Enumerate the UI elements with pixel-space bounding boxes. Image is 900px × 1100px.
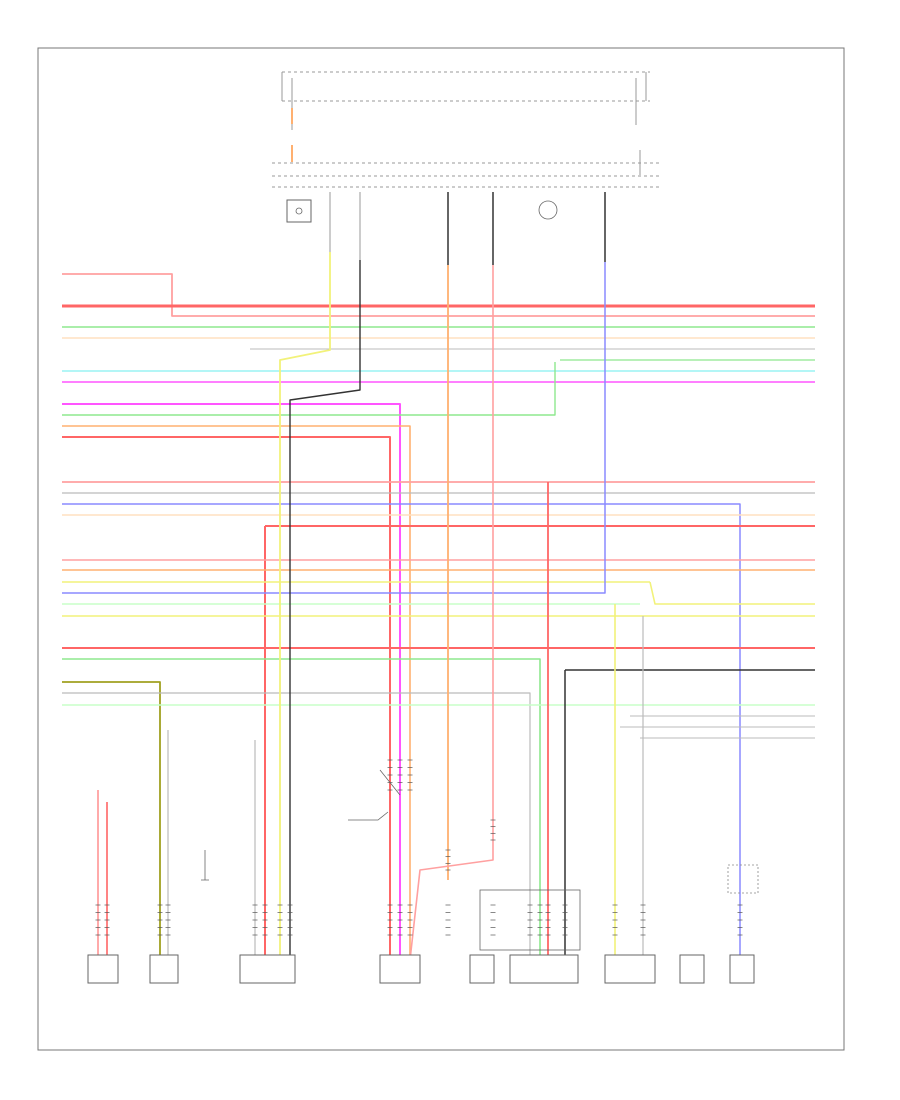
connectors-layer (95, 759, 743, 936)
wire (62, 425, 411, 960)
gauge-dial (538, 200, 558, 220)
wire (62, 681, 161, 960)
wire (62, 273, 815, 317)
wire (409, 265, 494, 961)
wire (62, 658, 541, 960)
component-box (239, 954, 296, 984)
component-box (87, 954, 119, 984)
wire (289, 260, 361, 960)
component-box (469, 954, 495, 984)
wire (62, 436, 391, 960)
component-box (149, 954, 179, 984)
component-boxes (87, 71, 759, 984)
gauge-box (286, 199, 312, 223)
wire (62, 503, 741, 960)
wire (649, 581, 815, 605)
switch-symbol (379, 769, 401, 796)
wire (62, 262, 606, 594)
wire (279, 252, 331, 960)
sensor-outline (727, 864, 759, 894)
diagram-frame (37, 47, 845, 1051)
switch-symbol (348, 811, 389, 821)
component-box (729, 954, 755, 984)
wire (62, 692, 531, 960)
ground-symbol (201, 850, 209, 881)
component-box (379, 954, 421, 984)
component-box (509, 954, 579, 984)
component-box (679, 954, 705, 984)
gauge-dial (295, 207, 303, 215)
wire-harness (62, 78, 815, 961)
component-box (604, 954, 656, 984)
module-outline (479, 889, 581, 951)
wire (62, 362, 556, 416)
